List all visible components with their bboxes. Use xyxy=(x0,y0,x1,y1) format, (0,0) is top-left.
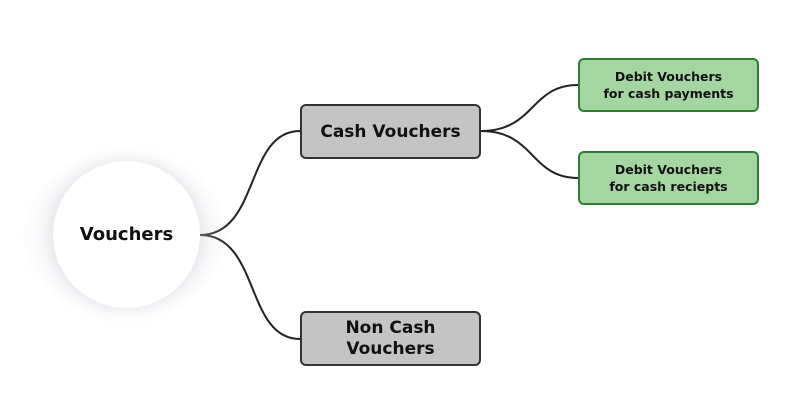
node-debit-payments-line2: for cash payments xyxy=(603,86,734,101)
node-cash-vouchers-label: Cash Vouchers xyxy=(320,121,461,142)
node-non-cash-vouchers-line2: Vouchers xyxy=(346,338,435,359)
node-cash-vouchers: Cash Vouchers xyxy=(300,104,481,159)
node-debit-vouchers-cash-receipts: Debit Vouchers for cash reciepts xyxy=(578,151,759,205)
root-node-vouchers: Vouchers xyxy=(53,161,200,308)
root-node-label: Vouchers xyxy=(79,224,174,245)
node-debit-vouchers-cash-payments: Debit Vouchers for cash payments xyxy=(578,58,759,112)
node-non-cash-vouchers: Non Cash Vouchers xyxy=(300,311,481,366)
node-debit-payments-line1: Debit Vouchers xyxy=(614,69,723,84)
connector-cash-to-debit-receipts xyxy=(480,130,579,179)
node-non-cash-vouchers-line1: Non Cash xyxy=(345,317,436,338)
connector-cash-to-debit-payments xyxy=(480,84,579,132)
node-debit-receipts-line2: for cash reciepts xyxy=(609,179,728,194)
node-debit-receipts-line1: Debit Vouchers xyxy=(614,162,723,177)
